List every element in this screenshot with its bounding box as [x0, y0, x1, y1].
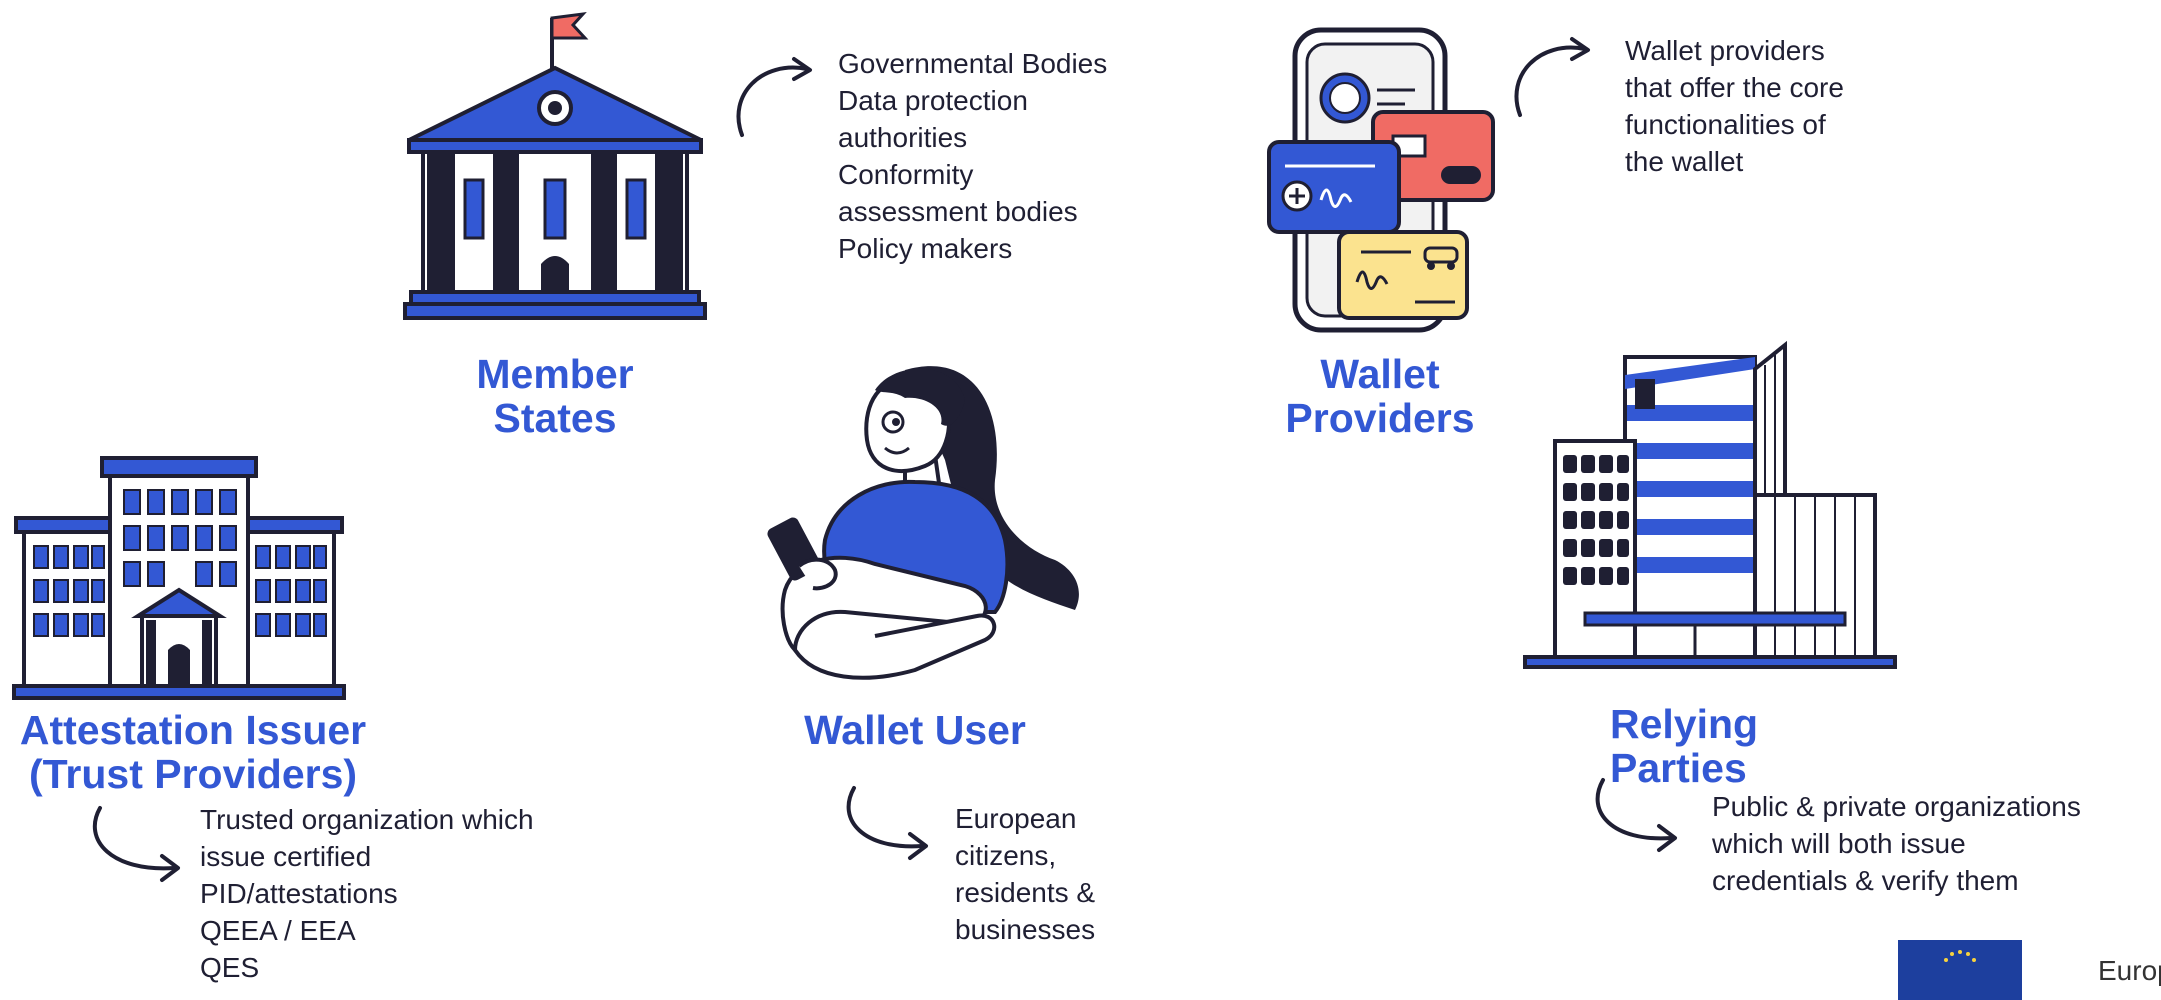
- attestation-issuer-title: Attestation Issuer (Trust Providers): [19, 707, 367, 797]
- skyscraper-icon: [1523, 340, 1897, 669]
- member-states-title: Member States: [476, 351, 634, 441]
- wallet-providers-description: Wallet providers that offer the core fun…: [1625, 35, 1844, 177]
- member-states-description: Governmental Bodies Data protection auth…: [838, 48, 1108, 264]
- relying-parties-title: Relying Parties: [1610, 701, 1759, 791]
- eu-logo-text: Europ: [2098, 955, 2161, 986]
- eu-flag-logo: [1898, 940, 2022, 1000]
- wallet-user-description: European citizens, residents & businesse…: [955, 803, 1096, 945]
- relying-parties-description: Public & private organizations which wil…: [1712, 791, 2081, 896]
- curved-arrow-icon: [736, 57, 812, 137]
- wallet-providers-title: Wallet Providers: [1285, 351, 1475, 441]
- curved-arrow-icon: [1514, 37, 1590, 117]
- wallet-user-title: Wallet User: [804, 707, 1026, 753]
- government-building-icon: [403, 11, 707, 320]
- office-building-icon: [12, 456, 346, 700]
- smartphone-wallet-icon: [1267, 27, 1495, 333]
- wallet-user-person-icon: [767, 366, 1079, 680]
- attestation-issuer-description: Trusted organization which issue certifi…: [200, 804, 534, 983]
- curved-arrow-icon: [846, 786, 928, 860]
- curved-arrow-icon: [1595, 778, 1677, 852]
- curved-arrow-icon: [92, 806, 180, 882]
